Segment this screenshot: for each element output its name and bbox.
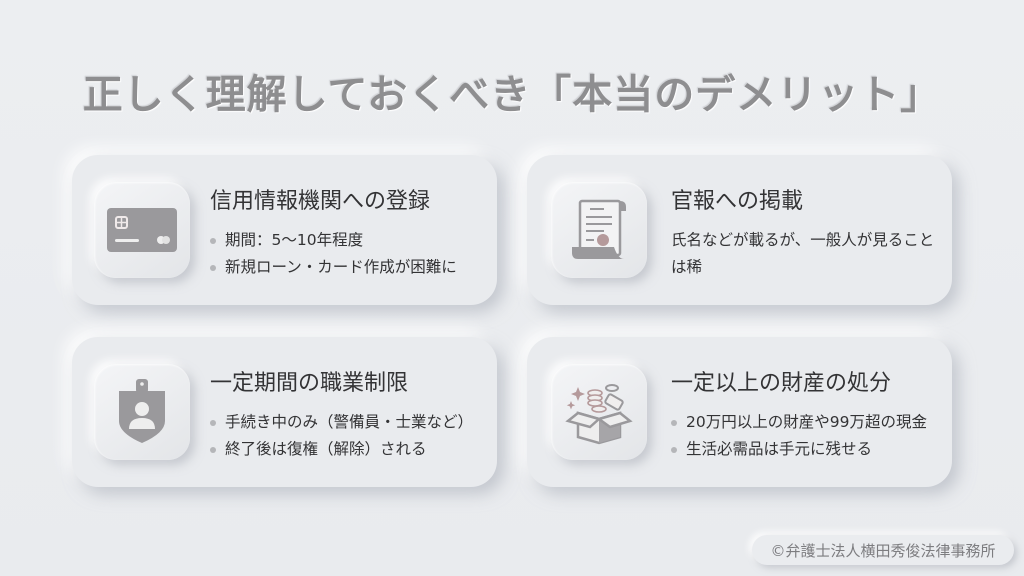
page-title: 正しく理解しておくべき「本当のデメリット」 xyxy=(82,72,942,118)
bullet-dot-icon xyxy=(210,237,216,244)
gazette-scroll-icon xyxy=(572,199,626,259)
bullet-item: 生活必需品は手元に残せる xyxy=(671,436,927,463)
bullet-list: 20万円以上の財産や99万超の現金 生活必需品は手元に残せる xyxy=(671,409,927,463)
bullet-item: 期間：5〜10年程度 xyxy=(210,227,457,254)
bullet-text: 生活必需品は手元に残せる xyxy=(686,440,873,458)
bullet-dot-icon xyxy=(671,446,677,453)
bullet-list: 手続き中のみ（警備員・士業など） 終了後は復権（解除）される xyxy=(210,409,473,463)
card-official-gazette: 官報への掲載 氏名などが載るが、一般人が見ることは稀 xyxy=(527,155,952,305)
bullet-item: 新規ローン・カード作成が困難に xyxy=(210,254,457,281)
card-credit-registry: 信用情報機関への登録 期間：5〜10年程度 新規ローン・カード作成が困難に xyxy=(72,155,497,305)
icon-tile xyxy=(551,364,647,460)
bullet-item: 20万円以上の財産や99万超の現金 xyxy=(671,409,927,436)
icon-tile xyxy=(94,182,190,278)
bullet-list: 期間：5〜10年程度 新規ローン・カード作成が困難に xyxy=(210,227,457,281)
treasure-box-icon xyxy=(565,384,633,445)
card-title: 一定期間の職業制限 xyxy=(210,371,409,396)
icon-tile xyxy=(94,364,190,460)
card-description: 氏名などが載るが、一般人が見ることは稀 xyxy=(671,231,935,276)
card-title: 一定以上の財産の処分 xyxy=(671,371,892,396)
card-asset-disposal: 一定以上の財産の処分 20万円以上の財産や99万超の現金 生活必需品は手元に残せ… xyxy=(527,337,952,487)
bullet-dot-icon xyxy=(210,446,216,453)
card-title: 官報への掲載 xyxy=(671,189,804,214)
bullet-dot-icon xyxy=(210,264,216,271)
bullet-item: 終了後は復権（解除）される xyxy=(210,436,473,463)
card-occupation-restriction: 一定期間の職業制限 手続き中のみ（警備員・士業など） 終了後は復権（解除）される xyxy=(72,337,497,487)
copyright-badge: ©弁護士法人横田秀俊法律事務所 xyxy=(752,535,1014,565)
bullet-text: 20万円以上の財産や99万超の現金 xyxy=(686,413,927,431)
bullet-item: 手続き中のみ（警備員・士業など） xyxy=(210,409,473,436)
id-badge-icon xyxy=(119,379,165,443)
bullet-text: 新規ローン・カード作成が困難に xyxy=(225,258,457,276)
credit-card-icon xyxy=(107,208,177,252)
card-title: 信用情報機関への登録 xyxy=(210,189,431,214)
bullet-dot-icon xyxy=(210,419,216,426)
bullet-dot-icon xyxy=(671,419,677,426)
bullet-text: 手続き中のみ（警備員・士業など） xyxy=(225,413,474,431)
icon-tile xyxy=(551,182,647,278)
bullet-text: 期間：5〜10年程度 xyxy=(225,231,364,249)
bullet-text: 終了後は復権（解除）される xyxy=(225,440,427,458)
